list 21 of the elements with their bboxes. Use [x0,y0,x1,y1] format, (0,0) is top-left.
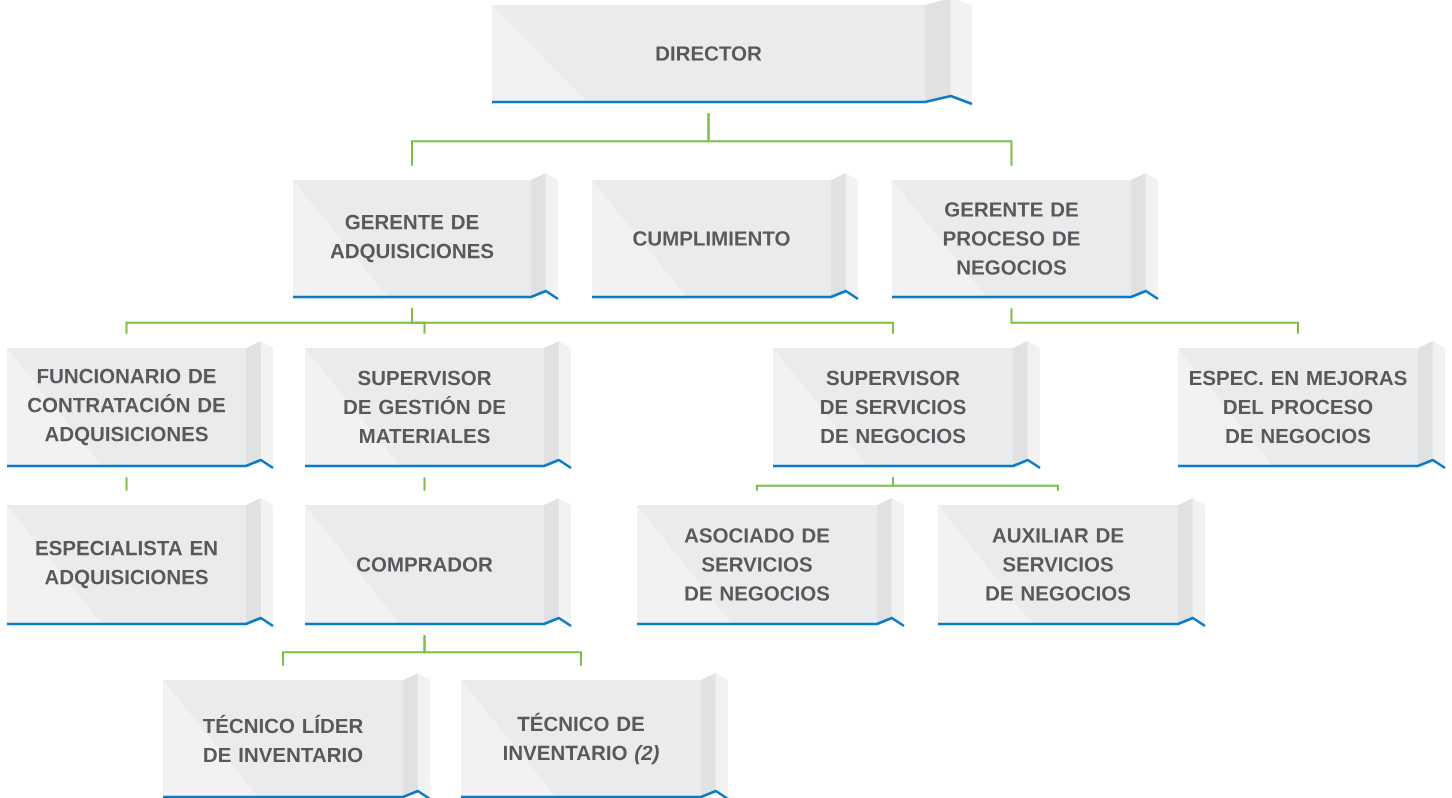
org-box: ASOCIADO DE SERVICIOS DE NEGOCIOS [637,498,905,628]
org-box: ESPEC. EN MEJORAS DEL PROCESO DE NEGOCIOS [1178,341,1446,470]
org-box: TÉCNICO DE INVENTARIO (2) [461,673,729,798]
connector-line [423,634,582,667]
org-box: GERENTE DE ADQUISICIONES [293,173,559,301]
connector-line [1010,307,1299,335]
org-box: DIRECTOR [492,0,973,106]
org-box: CUMPLIMIENTO [592,173,859,301]
connector-line [411,307,894,335]
org-box: SUPERVISOR DE GESTIÓN DE MATERIALES [305,341,572,470]
connector-line [423,476,426,492]
org-box: GERENTE DE PROCESO DE NEGOCIOS [892,173,1159,301]
org-box: COMPRADOR [305,498,572,628]
org-box: ESPECIALISTA EN ADQUISICIONES [7,498,274,628]
connector-line [125,476,128,492]
connector-line [892,476,1059,492]
org-box: AUXILIAR DE SERVICIOS DE NEGOCIOS [938,498,1206,628]
connector-line [707,112,1013,167]
org-box: TÉCNICO LÍDER DE INVENTARIO [163,673,431,798]
org-box: FUNCIONARIO DE CONTRATACIÓN DE ADQUISICIONES [7,341,274,470]
org-box: SUPERVISOR DE SERVICIOS DE NEGOCIOS [773,341,1041,470]
